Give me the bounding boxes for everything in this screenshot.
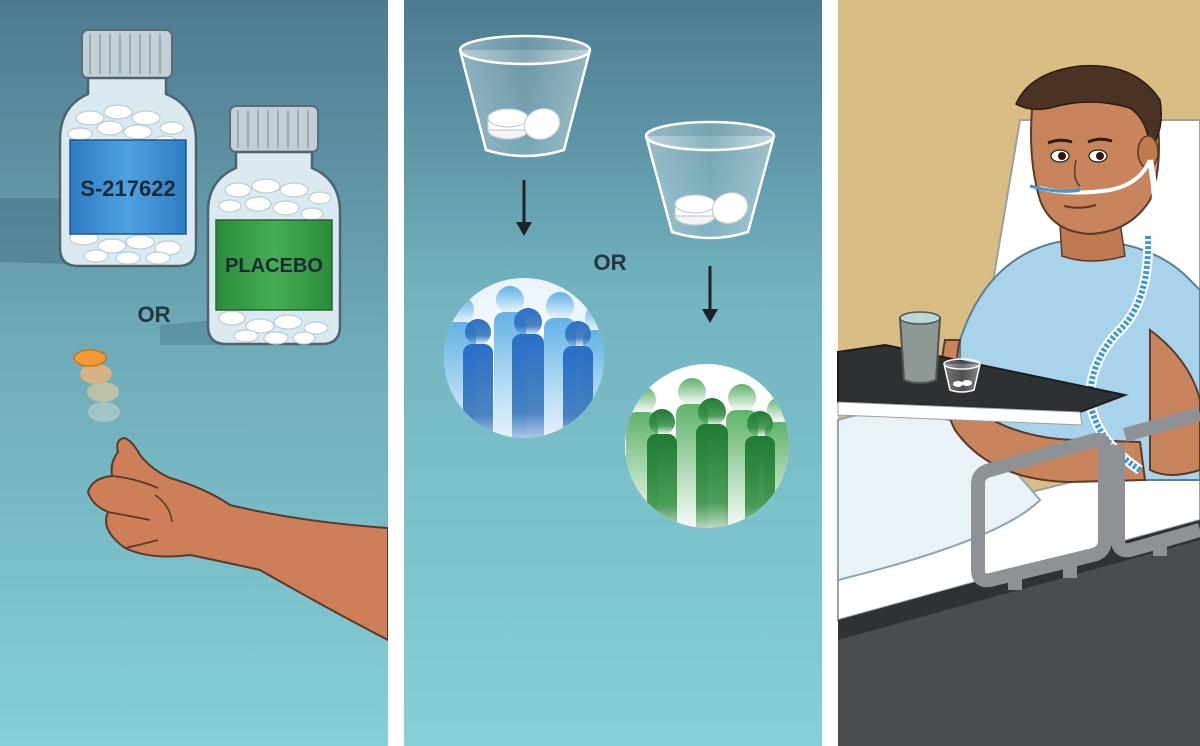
hand-icon [86,436,389,642]
arrow-down-icon [702,266,718,323]
drug-label-text: S-217622 [80,176,175,201]
divider [388,0,404,746]
hospital-bed-icon [971,407,1200,590]
or-text: OR [594,250,627,275]
panel-randomization: S-217622 PLACEBO [0,0,436,746]
coin-icon [73,349,120,422]
panel-groups: OR [404,0,870,746]
cup-icon [458,34,592,158]
placebo-label-text: PLACEBO [225,255,323,277]
cup-icon [644,120,776,240]
pill-bottle-icon: PLACEBO [206,105,342,346]
cup-icon [943,358,981,393]
panel-patient [837,0,1200,746]
people-group-icon [444,278,604,438]
pill-bottle-icon: S-217622 [58,29,198,268]
arrow-down-icon [516,180,532,236]
or-text: OR [138,302,171,327]
divider [822,0,838,746]
people-group-icon [625,364,789,528]
tray [837,311,1129,426]
